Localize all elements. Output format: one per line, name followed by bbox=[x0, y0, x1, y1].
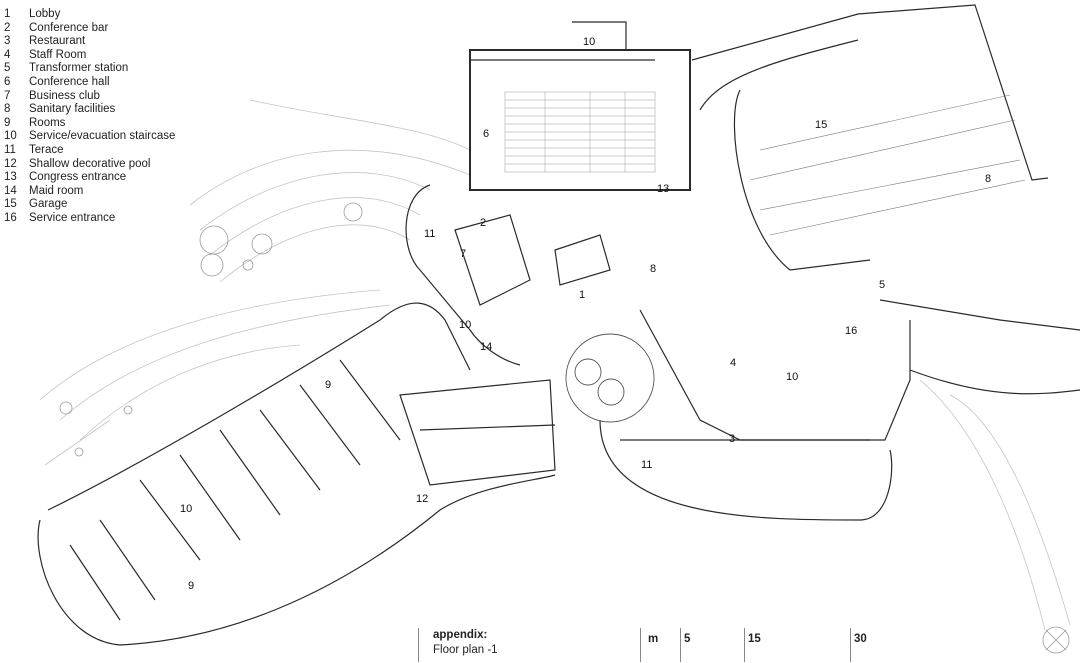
plan-label: 11 bbox=[424, 228, 435, 240]
scale-tick bbox=[640, 628, 641, 662]
legend-item: 12 Shallow decorative pool bbox=[4, 158, 175, 172]
legend-number: 11 bbox=[4, 143, 16, 156]
legend-label: Service entrance bbox=[29, 211, 116, 224]
legend-label: Lobby bbox=[29, 8, 61, 20]
plan-label: 10 bbox=[786, 371, 798, 383]
legend-number: 8 bbox=[4, 103, 11, 116]
plan-label: 3 bbox=[729, 433, 735, 445]
legend-item: 1 Lobby bbox=[4, 8, 175, 22]
plan-label: 9 bbox=[188, 580, 194, 592]
legend-item: 13 Congress entrance bbox=[4, 171, 175, 185]
pool-and-circles bbox=[565, 333, 655, 423]
plan-label: 12 bbox=[416, 493, 428, 505]
plan-label: 6 bbox=[483, 128, 489, 140]
plan-label: 14 bbox=[480, 341, 492, 353]
parking-stalls bbox=[749, 94, 1026, 236]
legend-item: 15 Garage bbox=[4, 198, 175, 212]
caption-subtitle: Floor plan -1 bbox=[433, 644, 498, 656]
plan-label: 11 bbox=[641, 459, 652, 471]
legend-number: 1 bbox=[4, 8, 11, 20]
legend-number: 7 bbox=[4, 89, 11, 102]
legend: 1 Lobby 2 Conference bar 3 Restaurant 4 Staf… bbox=[4, 8, 175, 226]
legend-label: Maid room bbox=[29, 184, 84, 197]
plan-label: 5 bbox=[879, 279, 885, 291]
plan-label: 7 bbox=[460, 248, 466, 260]
plan-caption: appendix: Floor plan -1 bbox=[418, 628, 498, 662]
legend-label: Terace bbox=[29, 143, 64, 156]
scale-bar: m 5 15 30 bbox=[640, 628, 890, 662]
scale-unit: m bbox=[648, 633, 659, 645]
legend-number: 10 bbox=[4, 130, 17, 143]
legend-label: Business club bbox=[29, 89, 100, 102]
legend-label: Shallow decorative pool bbox=[29, 157, 151, 170]
legend-label: Garage bbox=[29, 198, 68, 211]
plan-label: 8 bbox=[650, 263, 656, 275]
plan-label: 1 bbox=[579, 289, 585, 301]
plan-label: 16 bbox=[845, 325, 857, 337]
legend-number: 3 bbox=[4, 35, 11, 48]
plan-label: 10 bbox=[459, 319, 471, 331]
plan-label: 13 bbox=[657, 183, 669, 195]
plan-label: 10 bbox=[583, 36, 595, 48]
legend-label: Congress entrance bbox=[29, 171, 127, 184]
legend-item: 10 Service/evacuation staircase bbox=[4, 130, 175, 144]
legend-number: 9 bbox=[4, 116, 11, 129]
legend-number: 14 bbox=[4, 184, 17, 197]
scale-mark: 5 bbox=[684, 633, 691, 645]
landscape-contours bbox=[39, 99, 1071, 631]
legend-label: Conference bar bbox=[29, 21, 109, 34]
legend-item: 3 Restaurant bbox=[4, 35, 175, 49]
scale-tick bbox=[850, 628, 851, 662]
legend-item: 6 Conference hall bbox=[4, 76, 175, 90]
scale-tick bbox=[744, 628, 745, 662]
legend-item: 8 Sanitary facilities bbox=[4, 103, 175, 117]
plan-label: 10 bbox=[180, 503, 192, 515]
legend-item: 11 Terace bbox=[4, 144, 175, 158]
legend-number: 16 bbox=[4, 211, 17, 224]
legend-number: 5 bbox=[4, 62, 11, 75]
legend-number: 12 bbox=[4, 157, 17, 170]
legend-number: 4 bbox=[4, 48, 11, 61]
legend-label: Rooms bbox=[29, 116, 66, 129]
legend-label: Restaurant bbox=[29, 35, 86, 48]
scale-tick bbox=[680, 628, 681, 662]
legend-label: Staff Room bbox=[29, 48, 87, 61]
scale-mark: 15 bbox=[748, 633, 761, 645]
legend-number: 6 bbox=[4, 75, 11, 88]
legend-item: 2 Conference bar bbox=[4, 22, 175, 36]
trees bbox=[59, 202, 1070, 654]
caption-title: appendix: bbox=[433, 629, 488, 641]
plan-room-labels: 10 6 15 13 8 2 11 7 8 1 5 10 16 14 9 4 1… bbox=[180, 36, 991, 592]
plan-label: 8 bbox=[985, 173, 991, 185]
legend-label: Transformer station bbox=[29, 62, 129, 75]
legend-item: 14 Maid room bbox=[4, 185, 175, 199]
legend-label: Conference hall bbox=[29, 75, 110, 88]
legend-item: 5 Transformer station bbox=[4, 62, 175, 76]
legend-item: 9 Rooms bbox=[4, 117, 175, 131]
legend-item: 16 Service entrance bbox=[4, 212, 175, 226]
building-walls bbox=[37, 4, 1080, 646]
plan-label: 2 bbox=[480, 217, 486, 229]
legend-label: Sanitary facilities bbox=[29, 103, 116, 116]
legend-label: Service/evacuation staircase bbox=[29, 130, 176, 143]
legend-item: 4 Staff Room bbox=[4, 49, 175, 63]
legend-number: 2 bbox=[4, 21, 11, 34]
plan-label: 4 bbox=[730, 357, 736, 369]
plan-label: 15 bbox=[815, 119, 827, 131]
legend-number: 15 bbox=[4, 198, 17, 211]
scale-mark: 30 bbox=[854, 633, 867, 645]
legend-item: 7 Business club bbox=[4, 90, 175, 104]
legend-number: 13 bbox=[4, 171, 17, 184]
plan-label: 9 bbox=[325, 379, 331, 391]
seating-grid bbox=[504, 91, 656, 173]
